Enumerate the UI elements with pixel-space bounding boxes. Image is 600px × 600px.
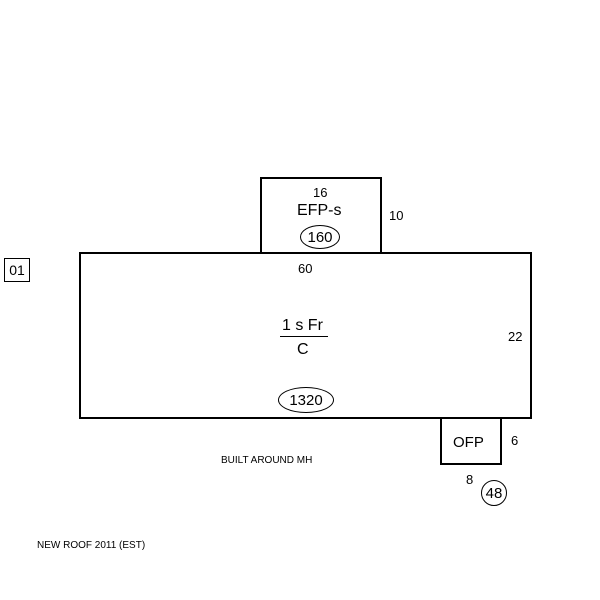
ofp-outline[interactable] bbox=[440, 417, 502, 465]
efp-dim-right: 10 bbox=[389, 208, 404, 223]
efp-dim-top: 16 bbox=[313, 185, 328, 200]
efp-label: EFP-s bbox=[297, 202, 342, 219]
main-label-top: 1 s Fr bbox=[282, 317, 323, 334]
page-id-badge: 01 bbox=[4, 258, 30, 282]
page-id-text: 01 bbox=[9, 262, 25, 278]
efp-area: 160 bbox=[307, 228, 333, 246]
ofp-area: 48 bbox=[485, 484, 503, 502]
main-area: 1320 bbox=[289, 391, 323, 409]
note-roof: NEW ROOF 2011 (EST) bbox=[37, 540, 146, 551]
ofp-dim-bottom: 8 bbox=[466, 472, 474, 487]
efp-outline[interactable] bbox=[260, 177, 382, 254]
main-dim-right: 22 bbox=[508, 329, 523, 344]
fraction-divider bbox=[280, 336, 328, 337]
efp-area-ellipse: 160 bbox=[300, 225, 340, 249]
main-dim-top: 60 bbox=[298, 261, 313, 276]
main-label-bottom: C bbox=[297, 341, 309, 358]
ofp-dim-right: 6 bbox=[511, 433, 519, 448]
note-built-around: BUILT AROUND MH bbox=[221, 455, 313, 466]
main-structure-outline[interactable] bbox=[79, 252, 532, 419]
main-area-ellipse: 1320 bbox=[278, 387, 334, 413]
ofp-label: OFP bbox=[453, 434, 484, 451]
ofp-area-ellipse: 48 bbox=[481, 480, 507, 506]
